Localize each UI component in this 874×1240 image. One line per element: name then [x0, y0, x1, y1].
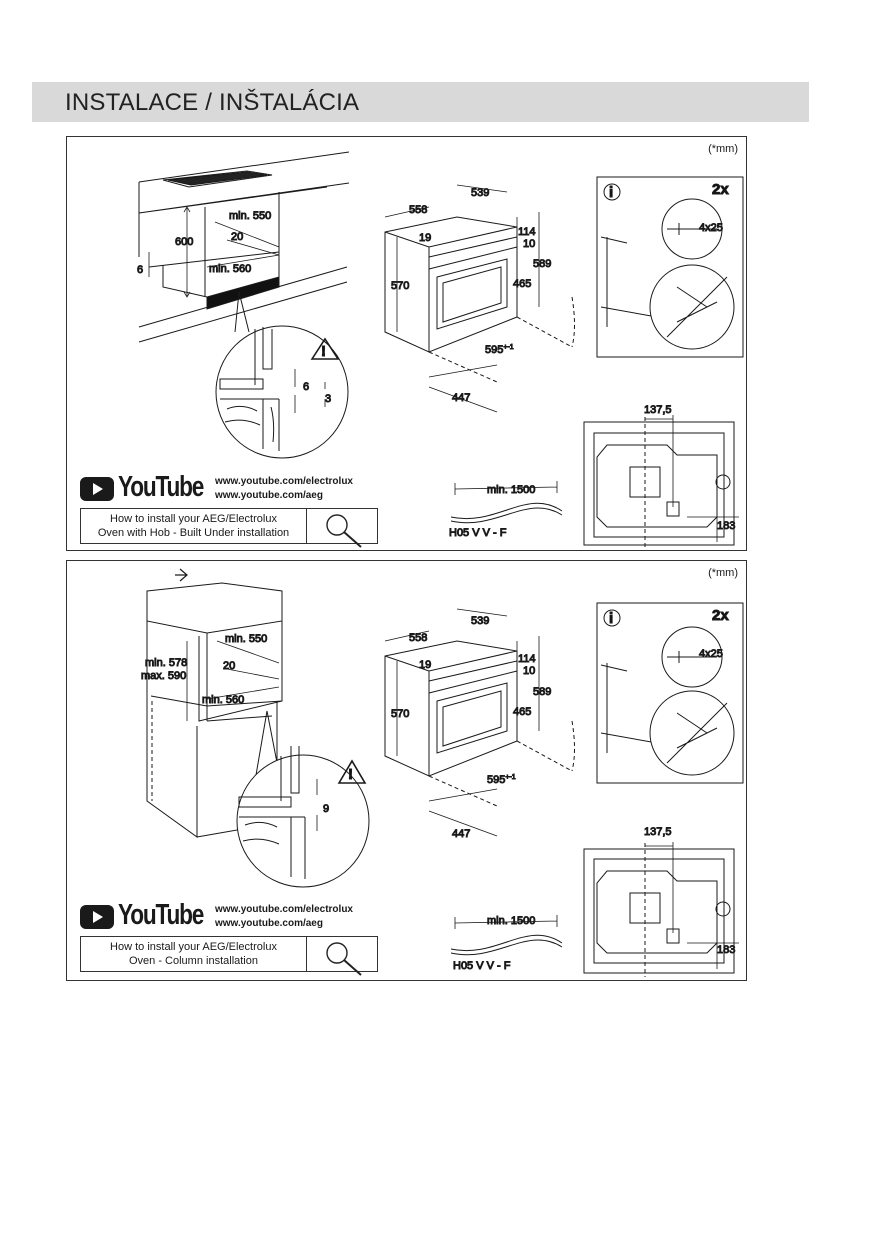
section-header: INSTALACE / INŠTALÁCIA: [32, 82, 809, 122]
youtube-link-aeg[interactable]: www.youtube.com/aeg: [215, 490, 323, 501]
column-diagram: min. 578 max. 590 min. 550 20 min. 560 !…: [141, 568, 744, 977]
youtube-link-electrolux[interactable]: www.youtube.com/electrolux: [215, 476, 353, 487]
oven-drawing: [384, 216, 575, 383]
dim-column-depth: min. 550: [225, 633, 267, 645]
info-icon: i: [609, 610, 613, 627]
howto-text: How to install your AEG/Electrolux Oven …: [97, 513, 290, 539]
column-installation-panel: (*mm) min. 578 max. 590 min. 550 20 min.…: [66, 560, 747, 981]
dim-gap: 20: [231, 231, 243, 243]
unit-note: (*mm): [708, 143, 738, 155]
oven-t2: 10: [523, 238, 535, 250]
youtube-links: www.youtube.com/electrolux www.youtube.c…: [215, 903, 353, 931]
dim-bottom-gap: 6: [137, 264, 143, 276]
oven-base-width: 595+-1: [487, 774, 516, 786]
back-height: 183: [717, 944, 735, 956]
detail-magnifier: !: [236, 710, 370, 888]
dim-niche-max: max. 590: [141, 670, 186, 682]
oven-t1: 114: [518, 653, 536, 665]
cable-drawing: [450, 481, 563, 524]
column-cabinet-drawing: [146, 568, 283, 838]
fixing-box: i: [596, 176, 744, 358]
youtube-link-electrolux[interactable]: www.youtube.com/electrolux: [215, 904, 353, 915]
oven-depth: 539: [471, 615, 489, 627]
column-dimension-lines: [186, 640, 280, 721]
unit-note: (*mm): [708, 567, 738, 579]
youtube-block: YouTube www.youtube.com/electrolux www.y…: [80, 899, 380, 976]
dim-detail-a: 6: [303, 381, 309, 393]
oven-base-depth: 447: [452, 392, 470, 404]
oven-inner-height: 465: [513, 278, 531, 290]
oven-full-height: 589: [533, 686, 551, 698]
oven-height: 570: [391, 708, 409, 720]
fixing-count: 2x: [712, 181, 729, 198]
built-under-installation-panel: (*mm) 600 min. 550 20 6 min. 560: [66, 136, 747, 551]
youtube-block: YouTube www.youtube.com/electrolux www.y…: [80, 471, 380, 548]
back-view-box: [583, 415, 739, 549]
oven-dimension-lines: [384, 608, 540, 837]
oven-t2: 10: [523, 665, 535, 677]
howto-search-box[interactable]: How to install your AEG/Electrolux Oven …: [80, 936, 378, 976]
oven-base-depth: 447: [452, 828, 470, 840]
oven-width: 558: [409, 204, 427, 216]
dim-cabinet-height: 600: [175, 236, 193, 248]
oven-top: 19: [419, 659, 431, 671]
oven-depth: 539: [471, 187, 489, 199]
dim-cabinet-width: min. 560: [209, 263, 251, 275]
detail-magnifier: !: [215, 291, 349, 459]
cable-length: min. 1500: [487, 915, 535, 927]
dim-column-gap: 20: [223, 660, 235, 672]
info-icon: i: [609, 184, 613, 201]
back-width: 137,5: [644, 404, 672, 416]
oven-inner-height: 465: [513, 706, 531, 718]
oven-height: 570: [391, 280, 409, 292]
youtube-wordmark: YouTube: [118, 899, 204, 931]
cable-length: min. 1500: [487, 484, 535, 496]
youtube-wordmark: YouTube: [118, 471, 204, 503]
dim-detail-b: 3: [325, 393, 331, 405]
oven-width: 558: [409, 632, 427, 644]
dim-cabinet-depth: min. 550: [229, 210, 271, 222]
screw-size: 4x25: [699, 222, 723, 234]
warning-icon: !: [321, 343, 326, 360]
oven-drawing: [384, 640, 575, 807]
oven-full-height: 589: [533, 258, 551, 270]
fixing-box: i: [596, 602, 744, 784]
youtube-logo: YouTube: [80, 471, 210, 505]
oven-dimension-lines: [384, 184, 540, 413]
dim-column-width: min. 560: [202, 694, 244, 706]
search-icon[interactable]: [319, 939, 379, 979]
howto-text: How to install your AEG/Electrolux Oven …: [110, 941, 277, 967]
oven-top: 19: [419, 232, 431, 244]
youtube-link-aeg[interactable]: www.youtube.com/aeg: [215, 918, 323, 929]
warning-icon: !: [348, 766, 353, 783]
cabinet-dimension-lines: [148, 206, 280, 298]
dim-niche-min: min. 578: [145, 657, 187, 669]
play-icon: [80, 905, 114, 929]
back-height: 183: [717, 520, 735, 532]
play-icon: [80, 477, 114, 501]
cable-type: H05 V V - F: [453, 960, 511, 972]
section-title: INSTALACE / INŠTALÁCIA: [65, 89, 360, 116]
cable-type: H05 V V - F: [449, 527, 507, 539]
youtube-links: www.youtube.com/electrolux www.youtube.c…: [215, 475, 353, 503]
search-icon[interactable]: [319, 511, 379, 551]
oven-base-width: 595+-1: [485, 344, 514, 356]
youtube-logo: YouTube: [80, 899, 210, 933]
back-width: 137,5: [644, 826, 672, 838]
oven-t1: 114: [518, 226, 536, 238]
cable-drawing: [450, 915, 563, 956]
howto-search-box[interactable]: How to install your AEG/Electrolux Oven …: [80, 508, 378, 548]
countertop-drawing: [138, 151, 350, 343]
fixing-count: 2x: [712, 607, 729, 624]
dim-detail-a: 9: [323, 803, 329, 815]
back-view-box: [583, 842, 739, 977]
built-under-diagram: 600 min. 550 20 6 min. 560 ! 6 3: [137, 151, 744, 549]
screw-size: 4x25: [699, 648, 723, 660]
